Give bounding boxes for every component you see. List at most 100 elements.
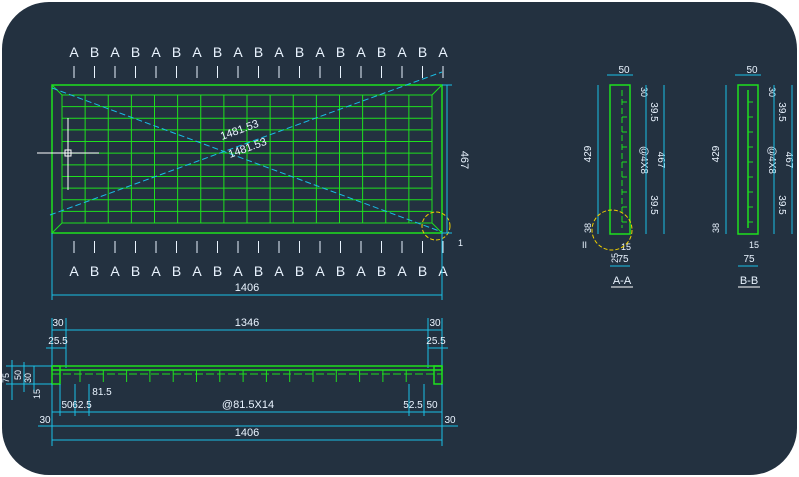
plan-top-label: A [397, 44, 407, 60]
plan-bottom-label: B [336, 263, 345, 279]
plan-bottom-label: B [377, 263, 386, 279]
aa-title: A-A [613, 275, 632, 287]
plan-top-label: B [131, 44, 140, 60]
plan-top-label: B [254, 44, 263, 60]
plan-corner-br [431, 222, 443, 234]
plan-bottom-label: A [438, 263, 448, 279]
plan-top-label: B [213, 44, 222, 60]
plan-bottom-label: A [233, 263, 243, 279]
aa-bar-ticks [622, 101, 627, 223]
aa-d30: 30 [639, 87, 649, 97]
elev-p81: 81.5 [92, 387, 112, 398]
plan-bottom-label: A [356, 263, 366, 279]
bb-d15: 15 [749, 240, 759, 250]
bb-spacing: @4X8 [766, 146, 777, 174]
plan-diagonal-2 [49, 71, 443, 216]
elev-p62: 62.5 [72, 400, 92, 411]
plan-bottom-label: B [295, 263, 304, 279]
plan-detail-circle [421, 211, 451, 241]
plan-top-label: A [356, 44, 366, 60]
elev-right-30: 30 [429, 318, 441, 329]
plan-outer-frame [51, 84, 443, 234]
plan-grating-grid [61, 95, 433, 223]
aa-marker: II [582, 240, 587, 250]
aa-d429: 429 [583, 145, 594, 162]
plan-bottom-label: B [90, 263, 99, 279]
plan-bottom-label: B [131, 263, 140, 279]
elev-left-25: 25.5 [48, 336, 68, 347]
bb-bar-ticks [748, 101, 753, 223]
plan-top-label: B [172, 44, 181, 60]
crosshair-pickbox [64, 149, 72, 157]
elev-left-end [51, 365, 61, 385]
elev-width-label: 1406 [235, 427, 259, 439]
elevation-view: 30 25.5 1346 30 25.5 75 50 30 15 50 62.5… [1, 317, 458, 446]
elev-top-span: 1346 [235, 317, 259, 329]
plan-top-label: B [377, 44, 386, 60]
bb-d429: 429 [711, 145, 722, 162]
plan-bottom-label: A [397, 263, 407, 279]
aa-top50: 50 [618, 65, 630, 76]
aa-spacing: @4X8 [638, 146, 649, 174]
aa-d15: 15 [621, 242, 631, 252]
bb-d467: 467 [783, 152, 794, 169]
plan-top-label: A [438, 44, 448, 60]
aa-d38: 38 [583, 223, 593, 233]
plan-top-label: B [90, 44, 99, 60]
aa-d25: 25 [610, 253, 620, 263]
bb-d30: 30 [767, 87, 777, 97]
aa-detail-circle [591, 209, 633, 251]
plan-top-label: A [274, 44, 284, 60]
plan-top-ticks [73, 66, 444, 78]
aa-d39a: 39.5 [648, 102, 659, 122]
elev-spacing: @81.5X14 [222, 399, 274, 411]
section-bb: 50 429 38 30 39.5 @4X8 467 39.5 15 75 B-… [711, 65, 794, 288]
plan-bottom-label: A [274, 263, 284, 279]
plan-bottom-label: B [213, 263, 222, 279]
aa-outer-profile [609, 84, 631, 235]
plan-top-label: A [69, 44, 79, 60]
plan-top-label: A [110, 44, 120, 60]
elev-left-30: 30 [52, 318, 64, 329]
plan-bottom-label: A [192, 263, 202, 279]
elev-p52: 52.5 [403, 400, 423, 411]
plan-bottom-label: A [315, 263, 325, 279]
plan-diagonal-1 [51, 87, 443, 233]
plan-top-label: B [418, 44, 427, 60]
plan-top-label: B [295, 44, 304, 60]
plan-bottom-label: A [151, 263, 161, 279]
bb-outer-profile [737, 84, 759, 235]
bb-title: B-B [740, 275, 758, 287]
elev-h75: 75 [1, 373, 11, 383]
elev-h30: 30 [23, 373, 33, 383]
plan-top-label: A [192, 44, 202, 60]
elev-end30-right: 30 [444, 415, 456, 426]
bb-d38: 38 [711, 223, 721, 233]
plan-bottom-label: A [110, 263, 120, 279]
plan-width-label: 1406 [235, 282, 259, 294]
plan-bottom-label: B [418, 263, 427, 279]
plan-bottom-label: A [69, 263, 79, 279]
bb-d39a: 39.5 [776, 102, 787, 122]
plan-top-label: A [151, 44, 161, 60]
plan-top-label: A [315, 44, 325, 60]
aa-d39b: 39.5 [648, 195, 659, 215]
aa-d75: 75 [617, 254, 629, 265]
plan-height-label: 467 [458, 151, 470, 169]
elev-h15: 15 [32, 389, 42, 399]
elev-p50r: 50 [426, 400, 438, 411]
section-aa: 50 429 38 30 39.5 @4X8 467 39.5 15 25 75… [582, 65, 666, 288]
plan-bottom-ticks [73, 241, 444, 253]
bb-d39b: 39.5 [776, 195, 787, 215]
elev-right-25: 25.5 [426, 336, 446, 347]
bb-d75: 75 [743, 254, 755, 265]
plan-bottom-label: B [254, 263, 263, 279]
plan-bottom-label: B [172, 263, 181, 279]
elev-end30-left: 30 [39, 415, 51, 426]
plan-top-label: B [336, 44, 345, 60]
